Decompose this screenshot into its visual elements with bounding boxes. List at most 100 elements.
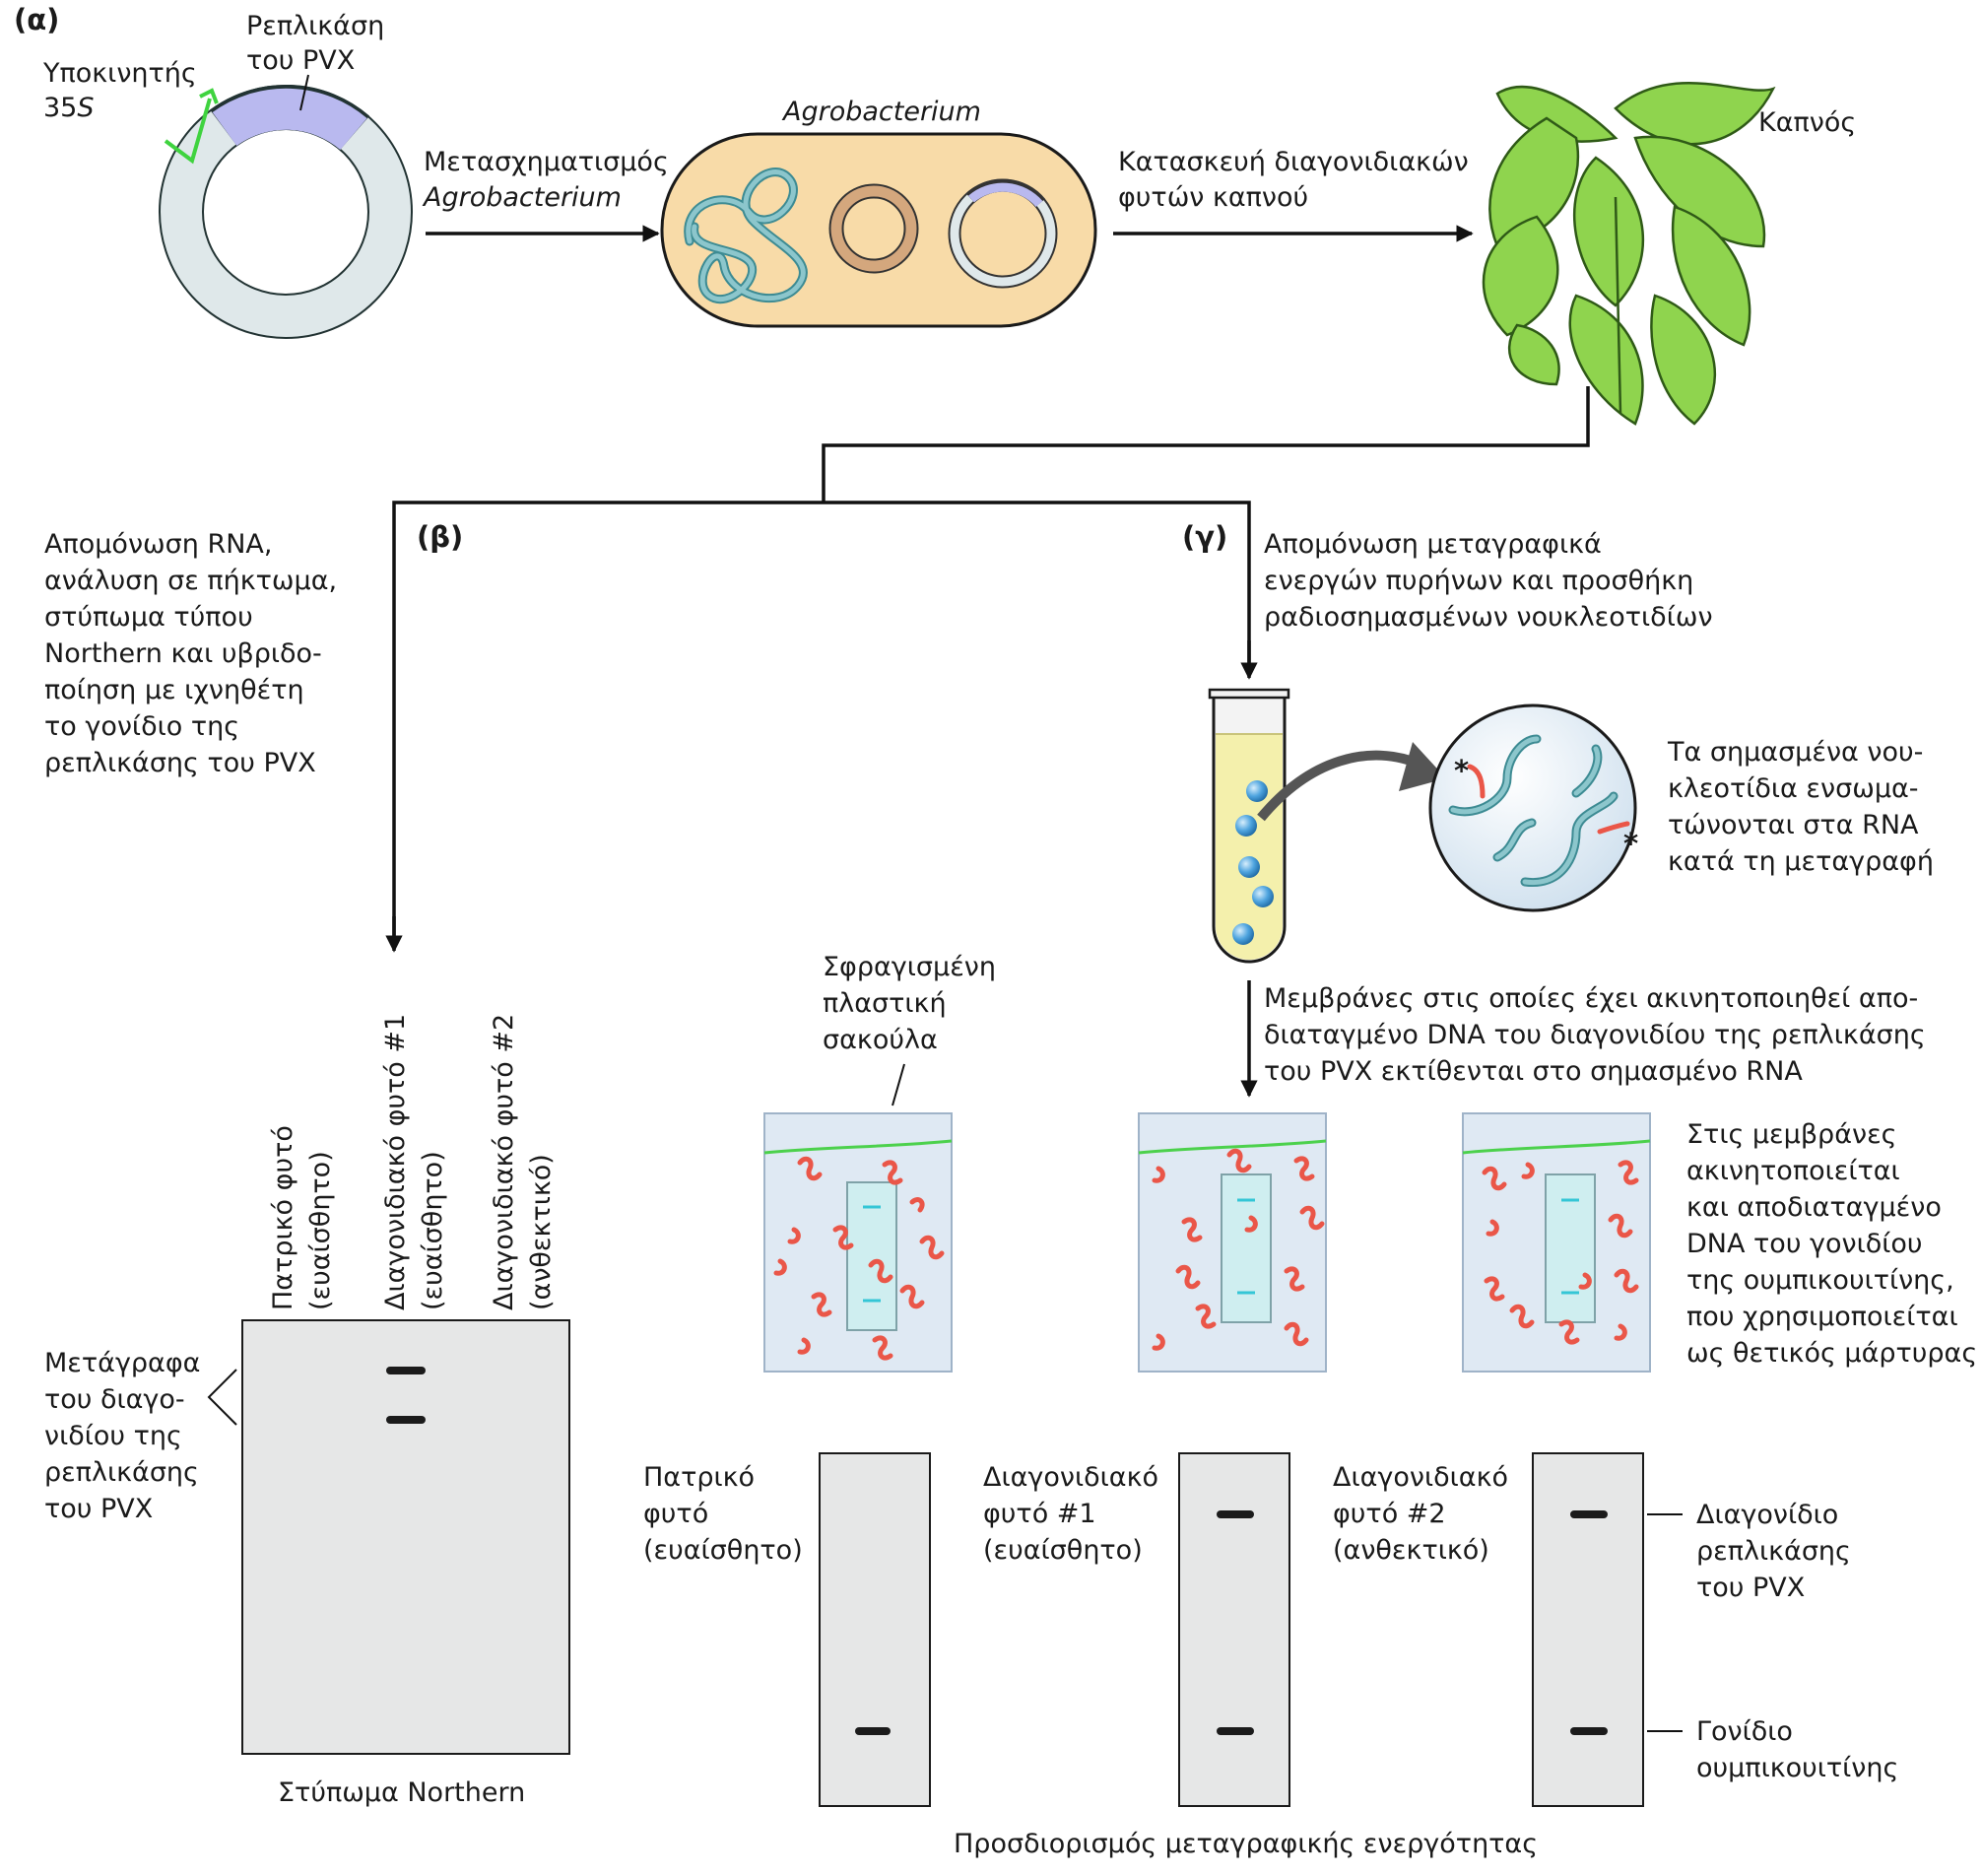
svg-text:Διαγονιδιακό: Διαγονιδιακό (983, 1462, 1158, 1493)
svg-text:ποίηση με ιχνηθέτη: ποίηση με ιχνηθέτη (44, 675, 304, 705)
promoter-arrow-icon (164, 88, 219, 165)
svg-text:ακινητοποιείται: ακινητοποιείται (1686, 1156, 1900, 1186)
branch-b-text: Απομόνωση RNA, ανάλυση σε πήκτωμα, στύπω… (44, 529, 337, 778)
label-asterisk-2: * (1623, 827, 1638, 860)
agrobacterium-label: Agrobacterium (781, 97, 981, 127)
connector-branches (392, 501, 1251, 944)
svg-text:Διαγονίδιο: Διαγονίδιο (1696, 1500, 1838, 1530)
panel-label-b: (β) (417, 520, 463, 554)
svg-text:(ευαίσθητο): (ευαίσθητο) (418, 1151, 448, 1310)
svg-text:σακούλα: σακούλα (823, 1025, 938, 1055)
panel-label-c: (γ) (1182, 520, 1227, 554)
transgene-label: Διαγονίδιο ρεπλικάσης του PVX (1696, 1500, 1851, 1603)
northern-caption: Στύπωμα Northern (278, 1777, 525, 1808)
bag-transgenic-2 (1462, 1112, 1651, 1373)
test-tube-icon (1208, 688, 1290, 964)
svg-text:Απομόνωση RNA,: Απομόνωση RNA, (44, 529, 272, 560)
svg-text:τώνονται στα RNA: τώνονται στα RNA (1668, 810, 1919, 840)
svg-text:Στις μεμβράνες: Στις μεμβράνες (1686, 1119, 1897, 1150)
transform-label-2: Agrobacterium (422, 182, 622, 213)
svg-text:της ουμπικουιτίνης,: της ουμπικουιτίνης, (1686, 1265, 1954, 1296)
svg-text:ρεπλικάσης: ρεπλικάσης (1696, 1536, 1851, 1567)
chromosome-icon (684, 168, 808, 304)
promoter-name: 35S (43, 93, 95, 123)
transform-label-1: Μετασχηματισμός (424, 147, 669, 177)
promoter-label: Υποκινητής (42, 58, 197, 89)
svg-text:του PVX: του PVX (44, 1494, 153, 1524)
labeled-nucleotides-text: Τα σημασμένα νου- κλεοτίδια ενσωμα- τώνο… (1667, 737, 1934, 877)
panel-label-a: (α) (14, 3, 59, 36)
svg-text:Απομόνωση μεταγραφικά: Απομόνωση μεταγραφικά (1264, 529, 1602, 560)
replicase-label-2: του PVX (246, 45, 355, 76)
label-asterisk-1: * (1454, 754, 1469, 787)
svg-text:DNA του γονιδίου: DNA του γονιδίου (1686, 1229, 1923, 1259)
svg-text:Μετάγραφα: Μετάγραφα (44, 1348, 200, 1378)
plasmid (159, 84, 413, 339)
svg-text:(ανθεκτικό): (ανθεκτικό) (526, 1154, 557, 1310)
svg-text:ουμπικουιτίνης: ουμπικουιτίνης (1696, 1753, 1898, 1783)
runon-membrane-parent (819, 1452, 931, 1807)
svg-text:στύπωμα τύπου: στύπωμα τύπου (44, 602, 253, 633)
svg-text:φυτό: φυτό (643, 1499, 708, 1529)
construct-label-2: φυτών καπνού (1118, 182, 1308, 213)
northern-blot (241, 1319, 570, 1755)
agrobacterium-cell (660, 132, 1097, 328)
runon-membrane-transgenic-1 (1178, 1452, 1290, 1807)
svg-text:Μεμβράνες στις οποίες έχει ακι: Μεμβράνες στις οποίες έχει ακινητοποιηθε… (1264, 983, 1918, 1014)
svg-text:φυτό #2: φυτό #2 (1333, 1499, 1446, 1529)
vector-plasmid-icon (948, 178, 1058, 289)
svg-text:του PVX: του PVX (1696, 1573, 1805, 1603)
svg-text:(ευαίσθητο): (ευαίσθητο) (983, 1535, 1143, 1566)
replicase-label-1: Ρεπλικάση (246, 11, 384, 41)
svg-text:διαταγμένο DNA του διαγονιδίου: διαταγμένο DNA του διαγονιδίου της ρεπλι… (1264, 1020, 1926, 1050)
svg-text:Διαγονιδιακό φυτό #1: Διαγονιδιακό φυτό #1 (380, 1014, 411, 1310)
runon-sample-transgenic-2: Διαγονιδιακό φυτό #2 (ανθεκτικό) (1333, 1462, 1508, 1566)
construct-label-1: Κατασκευή διαγονιδιακών (1118, 147, 1469, 177)
transcript-bracket (207, 1369, 237, 1426)
runon-sample-transgenic-1: Διαγονιδιακό φυτό #1 (ευαίσθητο) (983, 1462, 1158, 1566)
connector-plant (822, 386, 1590, 502)
svg-text:(ευαίσθητο): (ευαίσθητο) (643, 1535, 803, 1566)
svg-text:(ευαίσθητο): (ευαίσθητο) (305, 1151, 336, 1310)
svg-text:και αποδιαταγμένο: και αποδιαταγμένο (1686, 1192, 1942, 1223)
runon-caption: Προσδιορισμός μεταγραφικής ενεργότητας (954, 1829, 1538, 1859)
bag-leader (892, 1063, 905, 1106)
svg-text:ρεπλικάσης: ρεπλικάσης (44, 1457, 199, 1488)
svg-text:Πατρικό φυτό: Πατρικό φυτό (268, 1125, 298, 1310)
svg-text:Northern και υβριδο-: Northern και υβριδο- (44, 638, 322, 669)
svg-text:Σφραγισμένη: Σφραγισμένη (823, 952, 996, 982)
svg-text:Διαγονιδιακό: Διαγονιδιακό (1333, 1462, 1508, 1493)
svg-text:νιδίου της: νιδίου της (44, 1421, 182, 1451)
svg-text:κατά τη μεταγραφή: κατά τη μεταγραφή (1668, 846, 1934, 877)
ti-plasmid-icon (828, 183, 919, 274)
svg-text:του PVX εκτίθενται στο σημασμέ: του PVX εκτίθενται στο σημασμένο RNA (1264, 1056, 1803, 1087)
svg-text:Γονίδιο: Γονίδιο (1696, 1716, 1793, 1747)
control-text: Στις μεμβράνες ακινητοποιείται και αποδι… (1686, 1119, 1977, 1369)
replicase-leader (299, 74, 309, 111)
transcript-label: Μετάγραφα του διαγο- νιδίου της ρεπλικάσ… (44, 1348, 200, 1524)
plant-label: Καπνός (1758, 107, 1856, 138)
bag-transgenic-1 (1138, 1112, 1327, 1373)
runon-sample-parent: Πατρικό φυτό (ευαίσθητο) (643, 1462, 803, 1566)
svg-text:που χρησιμοποιείται: που χρησιμοποιείται (1686, 1302, 1958, 1332)
zoom-arrow (1257, 750, 1420, 822)
svg-text:Πατρικό: Πατρικό (643, 1462, 755, 1493)
ubiquitin-label: Γονίδιο ουμπικουιτίνης (1696, 1716, 1898, 1783)
svg-text:ενεργών πυρήνων και προσθήκη: ενεργών πυρήνων και προσθήκη (1264, 566, 1693, 596)
svg-text:ρεπλικάσης του PVX: ρεπλικάσης του PVX (44, 748, 316, 778)
svg-text:του διαγο-: του διαγο- (44, 1384, 185, 1415)
svg-text:κλεοτίδια ενσωμα-: κλεοτίδια ενσωμα- (1668, 773, 1919, 804)
svg-text:το γονίδιο της: το γονίδιο της (44, 711, 239, 742)
svg-text:Διαγονιδιακό φυτό #2: Διαγονιδιακό φυτό #2 (489, 1014, 519, 1310)
bag-label: Σφραγισμένη πλαστική σακούλα (823, 952, 996, 1055)
svg-text:ραδιοσημασμένων νουκλεοτιδίων: ραδιοσημασμένων νουκλεοτιδίων (1264, 602, 1713, 633)
bag-parent (763, 1112, 953, 1373)
svg-text:ανάλυση σε πήκτωμα,: ανάλυση σε πήκτωμα, (44, 566, 337, 596)
northern-lane-labels: Πατρικό φυτό (ευαίσθητο) Διαγονιδιακό φυ… (268, 1014, 557, 1310)
svg-text:πλαστική: πλαστική (823, 988, 947, 1019)
svg-text:(ανθεκτικό): (ανθεκτικό) (1333, 1535, 1489, 1566)
tobacco-plant-icon (1482, 82, 1776, 426)
branch-c-text: Απομόνωση μεταγραφικά ενεργών πυρήνων κα… (1264, 529, 1713, 633)
svg-text:Τα σημασμένα νου-: Τα σημασμένα νου- (1667, 737, 1923, 768)
